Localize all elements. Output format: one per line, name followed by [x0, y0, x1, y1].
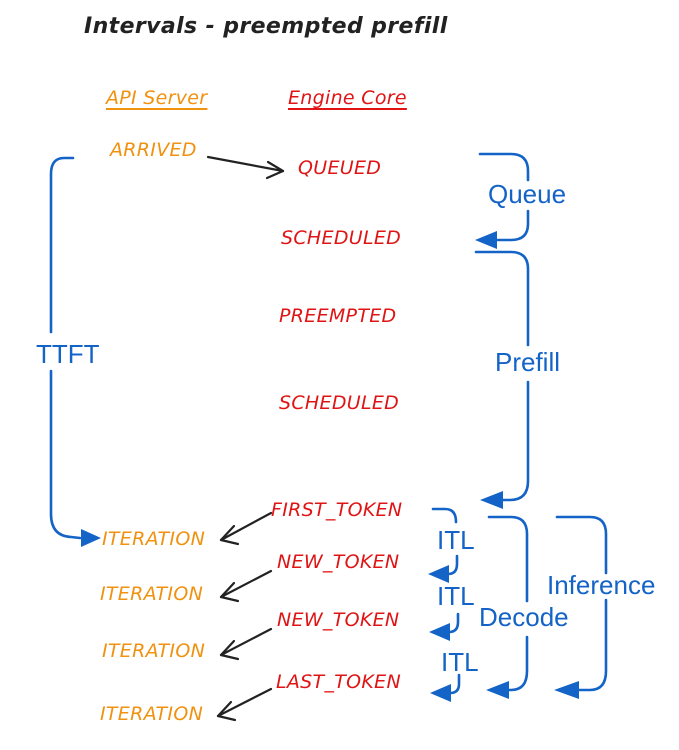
event-iteration-4: ITERATION — [100, 703, 204, 725]
interval-label-itl-2: ITL — [437, 581, 475, 611]
ttft-arrowhead-icon — [81, 529, 101, 547]
interval-label-itl-1: ITL — [437, 525, 475, 555]
diagram-title: Intervals - preempted prefill — [84, 14, 448, 39]
event-new-token-1: NEW_TOKEN — [277, 551, 400, 573]
engine-core-column-header: Engine Core — [288, 87, 407, 109]
api-server-column-header: API Server — [106, 87, 208, 109]
arrow-arrived-to-queued — [206, 155, 285, 180]
arrow-new-token-2-to-iteration — [219, 627, 273, 661]
inference-arrowhead-icon — [554, 681, 579, 699]
decode-arrowhead-icon — [486, 681, 509, 699]
event-first-token: FIRST_TOKEN — [271, 499, 403, 521]
itl-arrowhead-2-icon — [429, 623, 450, 641]
prefill-arrowhead-icon — [480, 491, 503, 509]
event-iteration-3: ITERATION — [102, 640, 206, 662]
arrow-new-token-1-to-iteration — [219, 569, 273, 603]
event-new-token-2: NEW_TOKEN — [277, 609, 400, 631]
event-scheduled-2: SCHEDULED — [279, 392, 400, 414]
event-queued: QUEUED — [298, 157, 382, 179]
itl-bracket-3 — [430, 673, 461, 702]
interval-label-decode: Decode — [479, 602, 569, 632]
event-scheduled-1: SCHEDULED — [281, 227, 402, 249]
interval-label-inference: Inference — [547, 570, 656, 600]
interval-label-ttft: TTFT — [36, 339, 100, 369]
event-iteration-1: ITERATION — [102, 528, 206, 550]
event-last-token: LAST_TOKEN — [276, 671, 401, 693]
itl-arrowhead-3-icon — [430, 684, 451, 702]
arrow-first-token-to-iteration — [219, 511, 273, 546]
queue-arrowhead-icon — [475, 231, 497, 249]
interval-label-prefill: Prefill — [495, 347, 561, 377]
interval-label-queue: Queue — [488, 179, 567, 209]
event-iteration-2: ITERATION — [100, 583, 204, 605]
event-preempted: PREEMPTED — [279, 305, 397, 327]
event-arrived: ARRIVED — [110, 139, 197, 161]
arrow-last-token-to-iteration — [216, 687, 273, 722]
itl-bracket-2 — [429, 612, 460, 641]
interval-label-itl-3: ITL — [441, 647, 479, 677]
prefill-bracket — [474, 250, 530, 509]
